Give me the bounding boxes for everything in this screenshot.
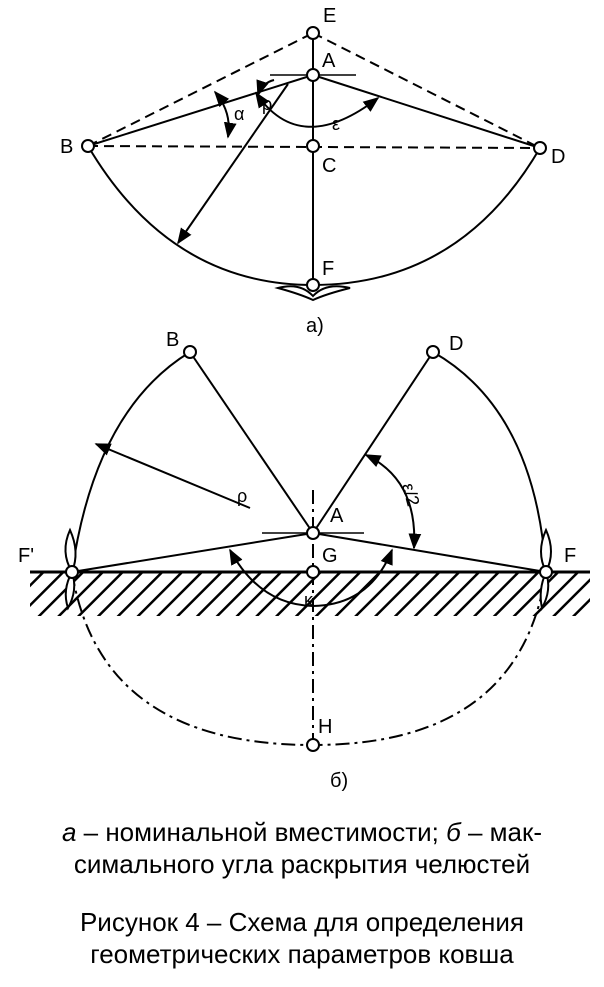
epsilon-half-arc [364, 454, 422, 550]
label-kappa: κ [304, 590, 314, 610]
jaw-arc-right [432, 351, 547, 573]
label-a2: A [330, 505, 344, 527]
point-fprime [65, 565, 79, 579]
point-h [306, 738, 320, 752]
sublabel-b: б) [330, 770, 348, 792]
label-rho-b: ρ [237, 486, 247, 506]
label-a: A [322, 50, 336, 72]
point-a [306, 68, 320, 82]
sublabel-a: а) [306, 315, 324, 337]
label-epsilon: ε [332, 114, 340, 134]
alpha-arc [213, 90, 237, 139]
point-b [81, 139, 95, 153]
label-epsilon-half: ε/2 [398, 481, 423, 508]
diagram-b-labels: B D A G F' F H ρ ε/2 κ б) [18, 329, 576, 792]
figure-title: Рисунок 4 – Схема для определения геомет… [0, 906, 604, 970]
kappa-arc [229, 548, 393, 608]
jaw-arc-left [71, 351, 191, 573]
jaw-line-a-d [312, 74, 541, 149]
diagram-a-points [81, 26, 547, 292]
point-g [306, 565, 320, 579]
point-c [306, 139, 320, 153]
teeth-f [274, 285, 351, 302]
caption-a-letter: а [61, 817, 77, 847]
label-fprime: F' [18, 545, 34, 567]
caption-legend-line2: симального угла раскрытия челюстей [73, 849, 531, 879]
diagram-a-labels: E A B C D F α ρ ε а) [60, 5, 565, 337]
diagram-b-points [65, 345, 553, 752]
label-f2: F [564, 545, 576, 567]
label-h: H [318, 716, 332, 738]
label-g: G [322, 545, 338, 567]
caption-a-text: – номинальной вместимости; [76, 817, 447, 847]
diagram-b [64, 351, 552, 747]
label-c: C [322, 155, 336, 177]
figure-title-line2: геометрических параметров ковша [90, 939, 514, 969]
caption-legend: а – номинальной вместимости; б – мак- си… [0, 816, 604, 880]
point-b2 [183, 345, 197, 359]
line-fprime-a [71, 532, 314, 573]
point-d [533, 141, 547, 155]
caption-b-text: – мак- [460, 817, 543, 847]
caption-legend-line1: а – номинальной вместимости; б – мак- [0, 816, 604, 848]
caption-b-letter: б [446, 817, 461, 847]
radius-rho-b [94, 443, 251, 509]
point-f2 [539, 565, 553, 579]
label-alpha: α [234, 104, 244, 124]
line-b-a [189, 351, 314, 534]
point-f [306, 278, 320, 292]
point-a2 [306, 526, 320, 540]
figure-title-line1: Рисунок 4 – Схема для определения [79, 907, 525, 937]
line-d-a [312, 351, 434, 534]
label-d2: D [449, 333, 463, 355]
line-a-f [312, 532, 547, 573]
bucket-geometry-diagram: E A B C D F α ρ ε а) [18, 5, 590, 792]
ground-hatch [30, 572, 590, 616]
label-b2: B [166, 329, 179, 351]
dash-line-b-e [87, 32, 314, 147]
label-e: E [323, 5, 336, 27]
dash-line-e-d [312, 32, 541, 149]
label-b: B [60, 136, 73, 158]
label-d: D [551, 146, 565, 168]
label-f: F [322, 258, 334, 280]
jaw-line-b-a [87, 74, 314, 147]
point-e [306, 26, 320, 40]
epsilon-arc [255, 91, 380, 128]
point-d2 [426, 345, 440, 359]
label-rho-a: ρ [262, 94, 272, 114]
